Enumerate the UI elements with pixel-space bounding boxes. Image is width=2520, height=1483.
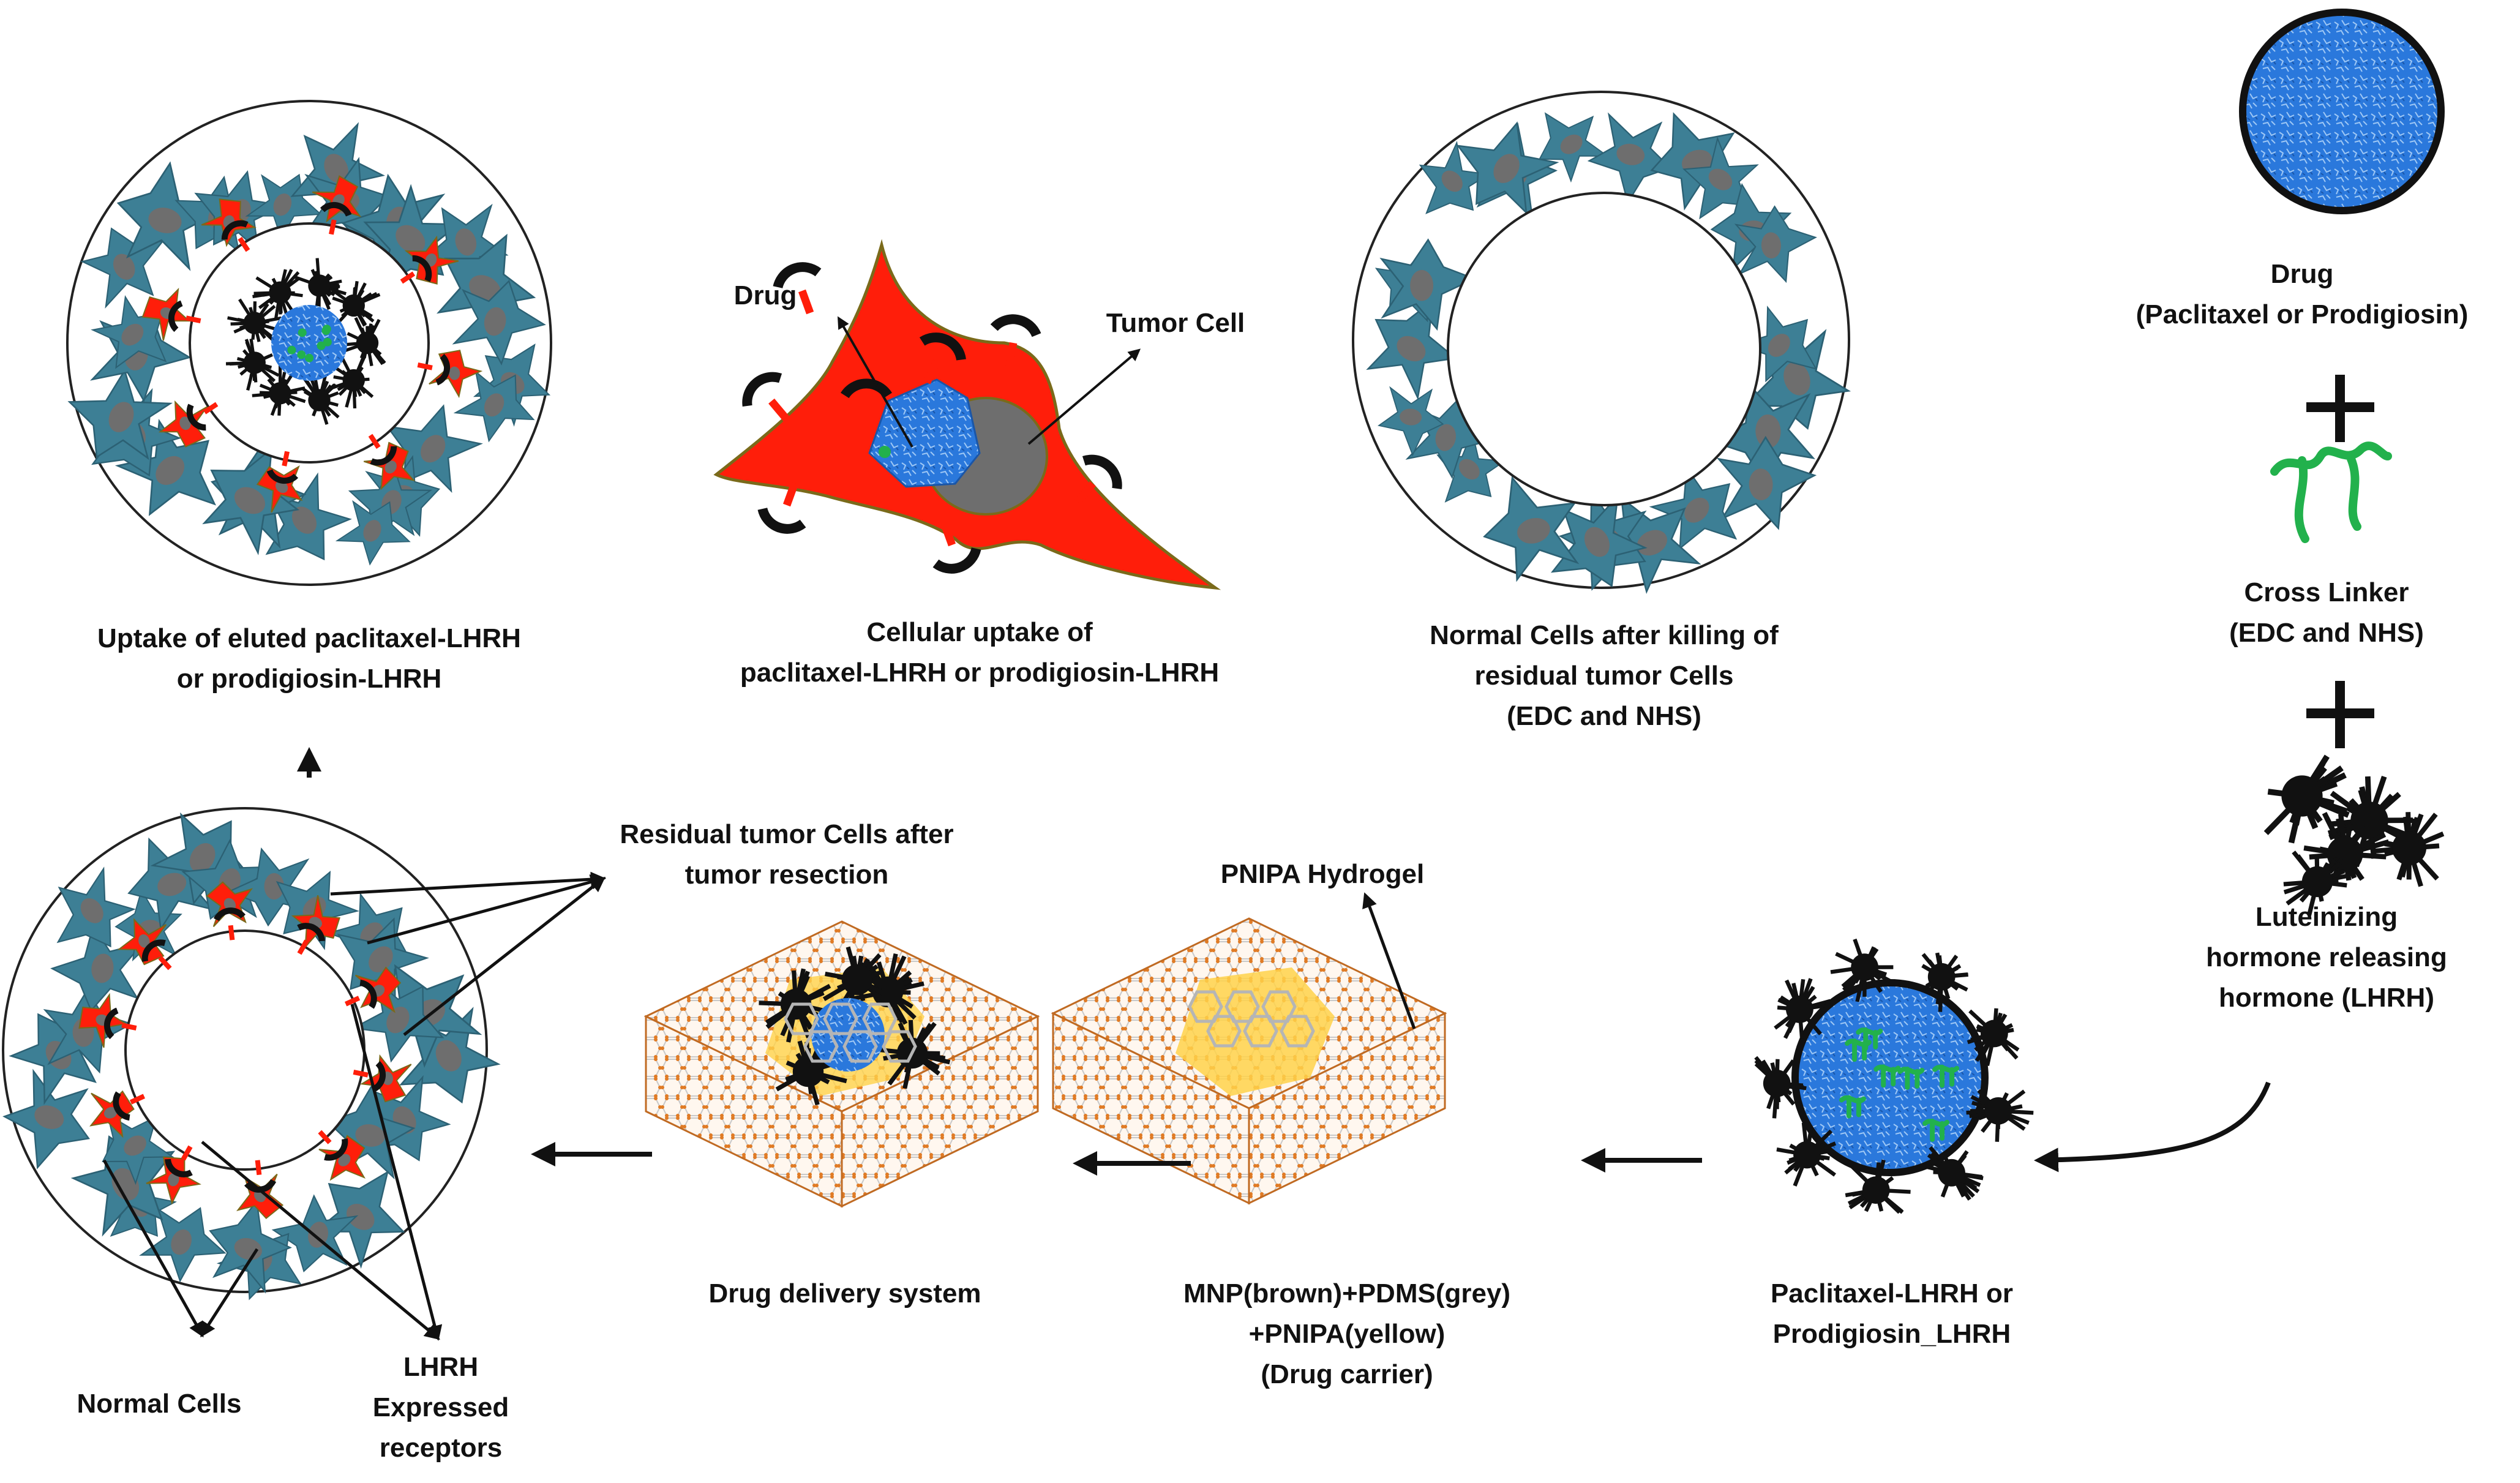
- label-cross-linker: Cross Linker(EDC and NHS): [2143, 573, 2510, 653]
- normal-cells-ring: [1352, 92, 1856, 607]
- paclitaxel-lhrh-particle: [1756, 939, 2033, 1212]
- lhrh-molecule: [1967, 1091, 2034, 1142]
- label-pnipa-hydrogel: PNIPA Hydrogel: [1151, 854, 1494, 895]
- drug-carrier-block: [1053, 918, 1445, 1203]
- label-cell-drug: Drug: [704, 276, 827, 316]
- lhrh-molecule-icon: [2266, 756, 2443, 915]
- label-drug-components: Drug(Paclitaxel or Prodigiosin): [2082, 254, 2520, 335]
- tumor-uptake-ring: [54, 101, 568, 585]
- cross-linker-icon: [2274, 446, 2388, 539]
- lhrh-molecule: [1927, 1147, 1983, 1200]
- drug-delivery-block: [646, 922, 1038, 1206]
- drug-core: [271, 305, 347, 381]
- label-normal-cells: Normal Cells: [37, 1384, 282, 1424]
- drug-particle: [2243, 12, 2441, 211]
- plus-symbols: [2306, 375, 2374, 748]
- label-drug-carrier: MNP(brown)+PDMS(grey)+PNIPA(yellow)(Drug…: [1127, 1274, 1567, 1395]
- residual-tumor-ring: [0, 798, 506, 1318]
- label-drug-delivery-system: Drug delivery system: [643, 1274, 1047, 1314]
- label-cell-tumor: Tumor Cell: [1065, 303, 1286, 344]
